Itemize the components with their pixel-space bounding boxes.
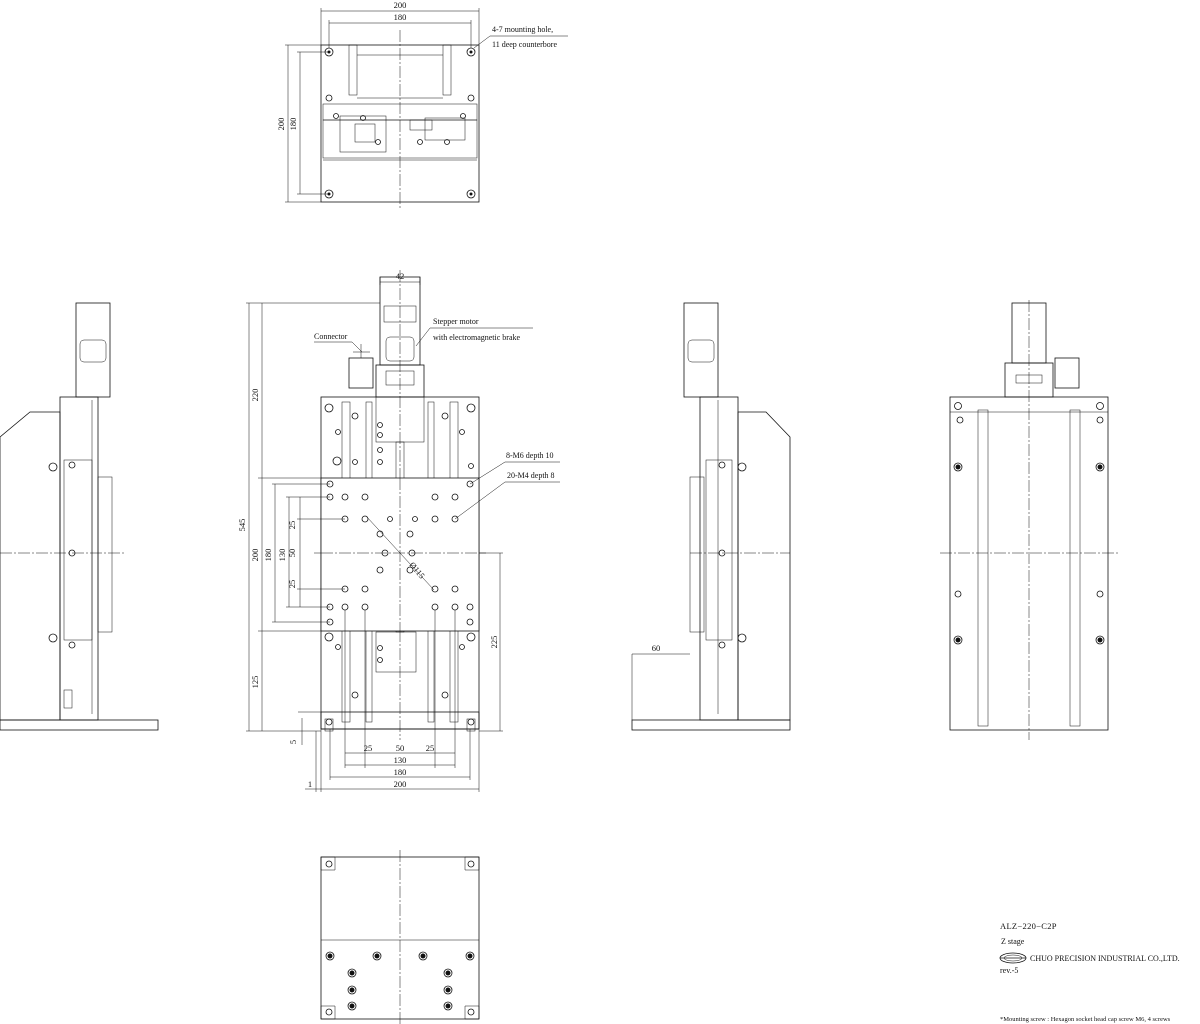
dim-545: 545 [237,519,247,532]
bottom-view [320,850,480,1024]
dim-130-table: 130 [277,549,287,562]
bottom-dim-1: 1 [308,779,312,789]
dim-125: 125 [250,676,260,689]
bottom-dim-130: 130 [394,755,407,765]
motor-label-1: Stepper motor [433,317,479,326]
dim-5: 5 [288,740,298,744]
revision: rev.-5 [1000,966,1018,975]
left-side-view [0,302,159,731]
front-view: 545 220 200 180 130 25 50 25 125 5 225 4… [237,270,560,792]
mounting-hole-label-2: 11 deep counterbore [492,40,557,49]
dim-42: 42 [396,271,405,281]
bottom-dim-25-b: 25 [426,743,435,753]
mounting-hole-label-1: 4-7 mounting hole, [492,25,553,34]
bottom-dim-50: 50 [396,743,405,753]
m6-label: 8-M6 depth 10 [506,451,554,460]
top-dim-180: 180 [394,12,407,22]
dim-60: 60 [652,643,661,653]
company-logo [999,952,1027,964]
dim-225: 225 [489,636,499,649]
top-dim-200: 200 [394,0,407,10]
bottom-dim-200: 200 [394,779,407,789]
top-dim-height-180: 180 [288,118,298,131]
company-name: CHUO PRECISION INDUSTRIAL CO.,LTD. [1030,954,1180,963]
dim-25-lower: 25 [287,580,297,589]
dim-25-upper: 25 [287,521,297,530]
motor-label-2: with electromagnetic brake [433,333,521,342]
m4-label: 20-M4 depth 8 [507,471,555,480]
dim-180-table: 180 [263,549,273,562]
dim-50-mid: 50 [287,549,297,558]
right-side-view: 60 [631,302,791,731]
title-block: ALZ−220−C2P Z stage CHUO PRECISION INDUS… [999,921,1180,1023]
model-number: ALZ−220−C2P [1000,921,1057,931]
bottom-dim-180: 180 [394,767,407,777]
stage-type: Z stage [1001,937,1025,946]
rear-view [940,300,1118,740]
footnote-mounting-screw: *Mounting screw : Hexagon socket head ca… [1000,1016,1171,1023]
top-dim-height-200: 200 [276,118,286,131]
top-view: 200 180 200 180 4-7 mounting hole, 11 de… [276,0,568,210]
connector-label: Connector [314,332,348,341]
bottom-dim-25-a: 25 [364,743,373,753]
dim-220: 220 [250,389,260,402]
dim-200-table: 200 [250,549,260,562]
